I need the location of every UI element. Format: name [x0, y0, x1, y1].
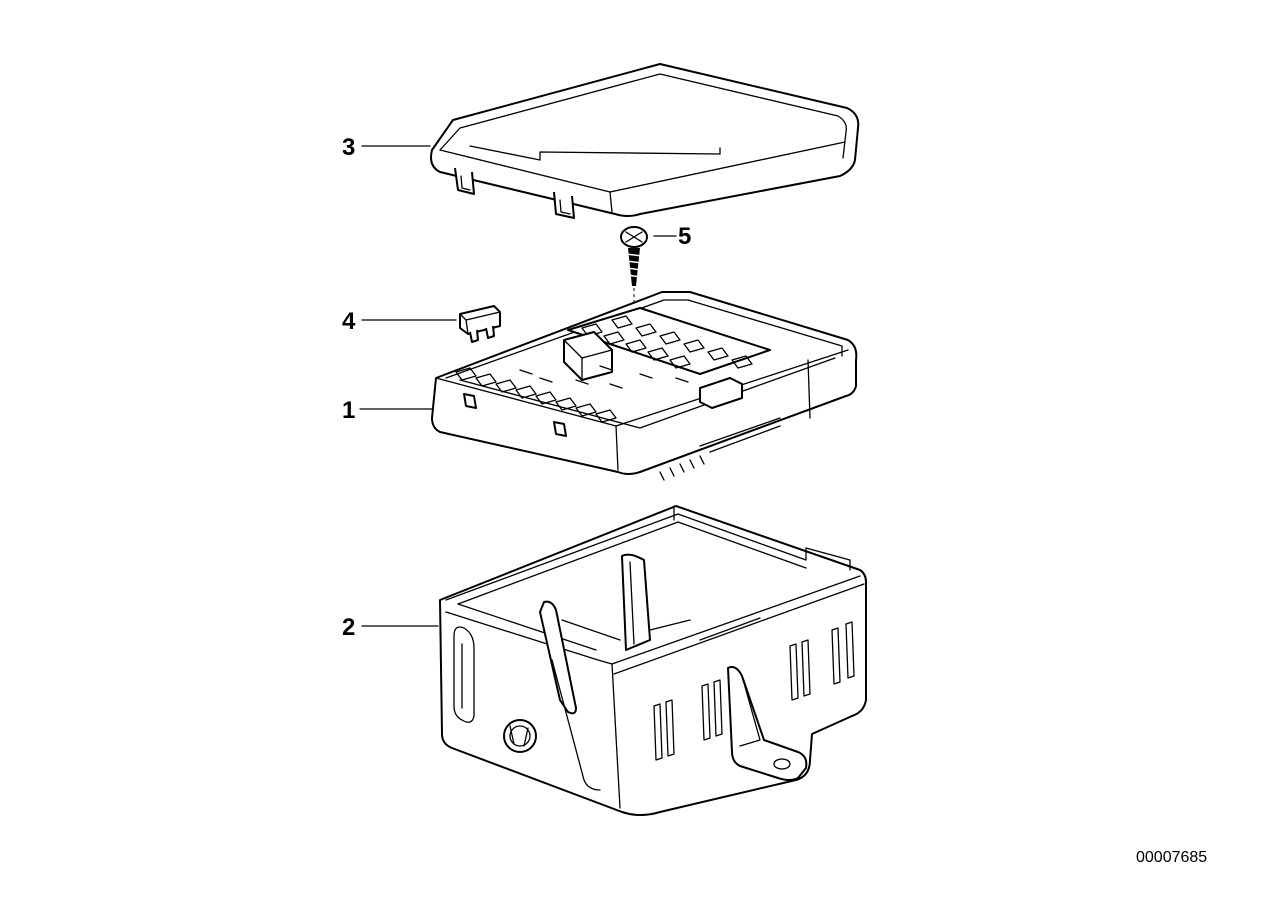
part-fuse-carrier [431, 291, 858, 481]
part-housing [439, 505, 867, 816]
callout-4: 4 [342, 308, 356, 335]
drawing-number: 00007685 [1136, 849, 1207, 866]
callout-2: 2 [342, 614, 355, 641]
callout-1: 1 [342, 397, 355, 424]
part-fuse [459, 305, 501, 343]
callout-3: 3 [342, 134, 355, 161]
callout-5: 5 [678, 223, 691, 250]
leader-lines [359, 145, 677, 627]
part-screw [620, 226, 648, 312]
part-lid [430, 63, 860, 219]
